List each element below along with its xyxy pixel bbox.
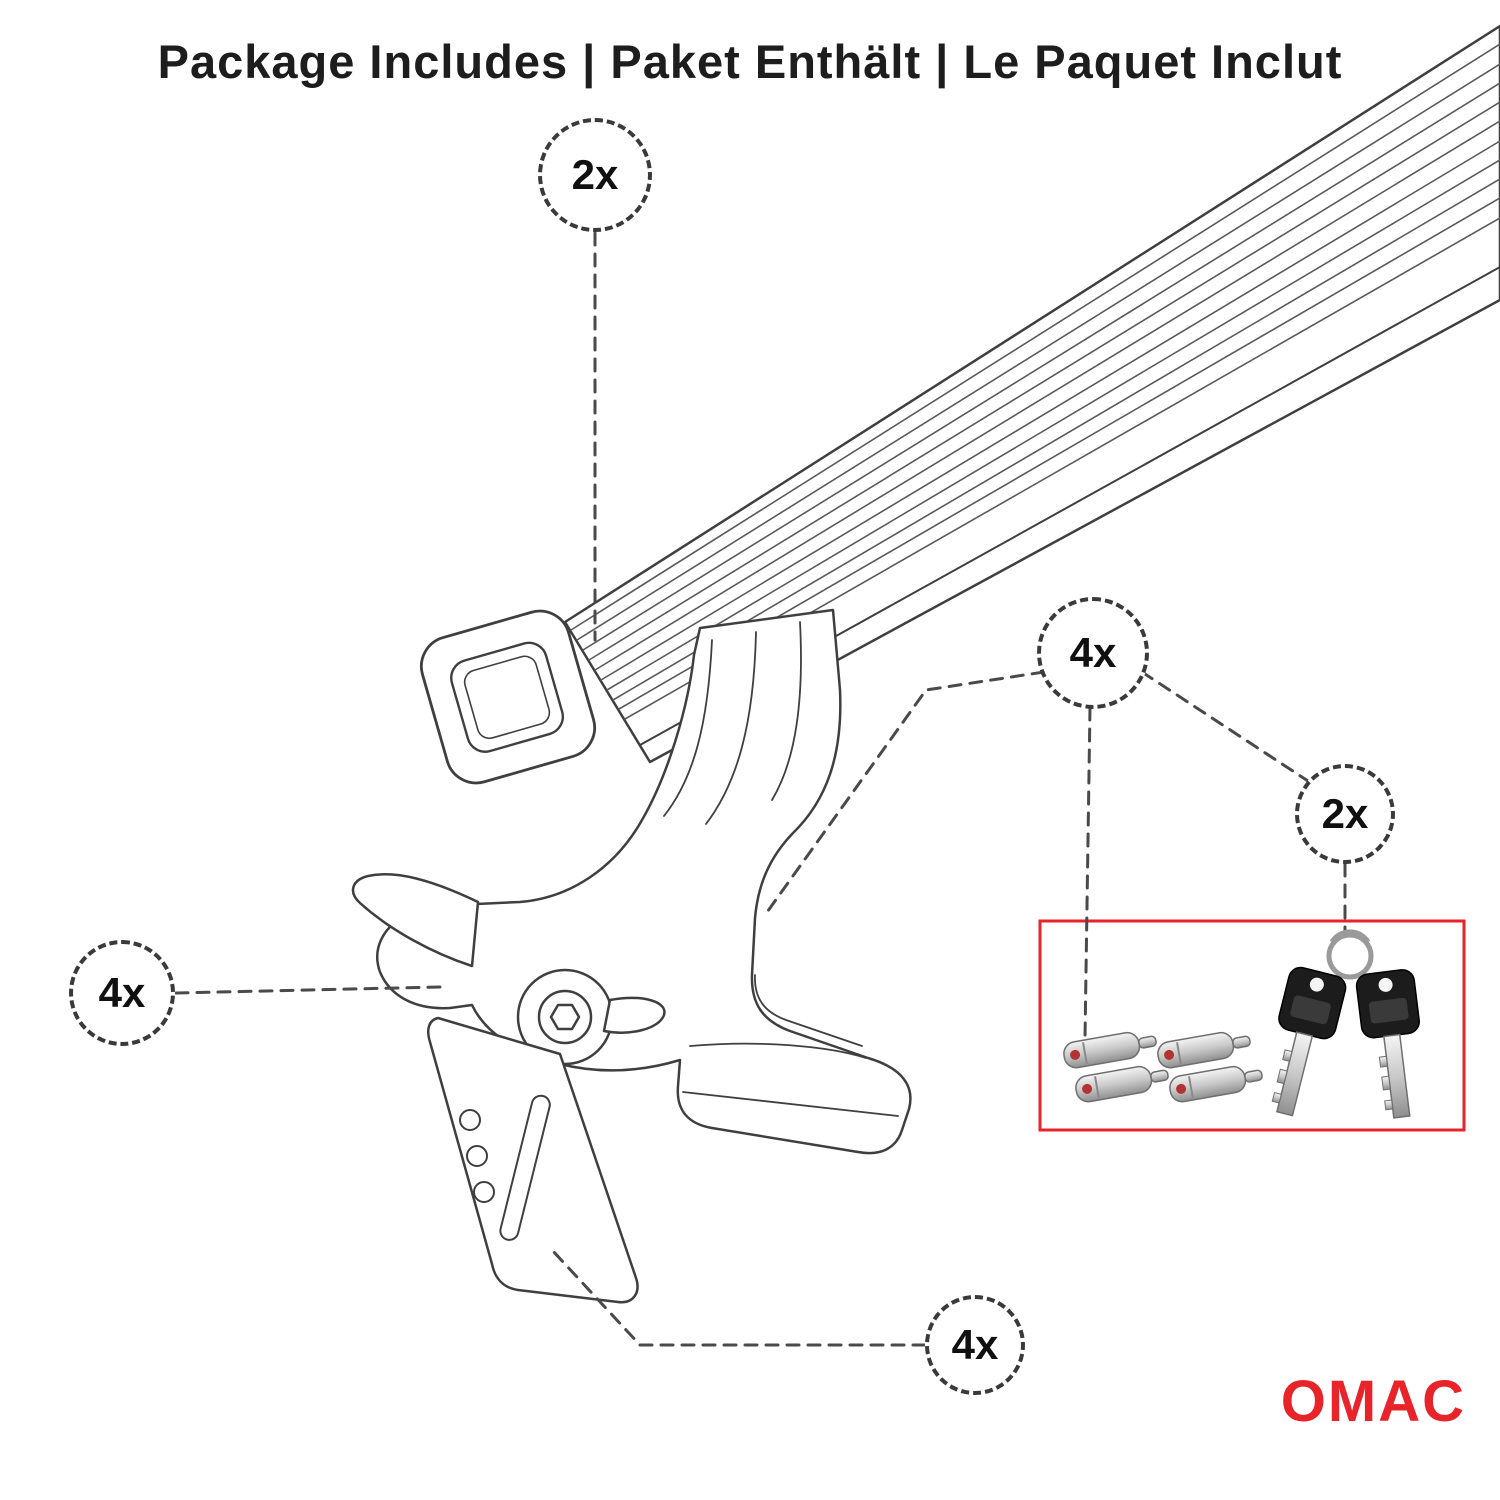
mounting-foot-drawing	[351, 608, 912, 1304]
dashed-leader-lines	[174, 231, 1347, 1347]
callout-crossbar-qty: 2x	[538, 118, 652, 232]
callout-foot-qty: 4x	[69, 940, 175, 1046]
callout-keys-label: 2x	[1321, 790, 1369, 837]
callout-clamps-qty: 4x	[925, 1295, 1025, 1395]
key-ring-icon	[1326, 932, 1374, 980]
callout-locks-qty: 4x	[1037, 597, 1149, 709]
callout-locks-label: 4x	[1069, 629, 1117, 676]
callout-clamps-label: 4x	[951, 1321, 999, 1368]
callout-crossbar-label: 2x	[571, 151, 619, 198]
page-title: Package Includes | Paket Enthält | Le Pa…	[157, 35, 1343, 88]
clamp-plate-drawing	[427, 1016, 639, 1304]
callout-keys-qty: 2x	[1295, 764, 1395, 864]
keys-group	[1255, 929, 1432, 1122]
omac-logo: OMAC	[1280, 1369, 1466, 1434]
end-cap-drawing	[419, 609, 597, 785]
knob-bolt-drawing	[516, 968, 614, 1066]
callout-foot-label: 4x	[98, 969, 146, 1016]
